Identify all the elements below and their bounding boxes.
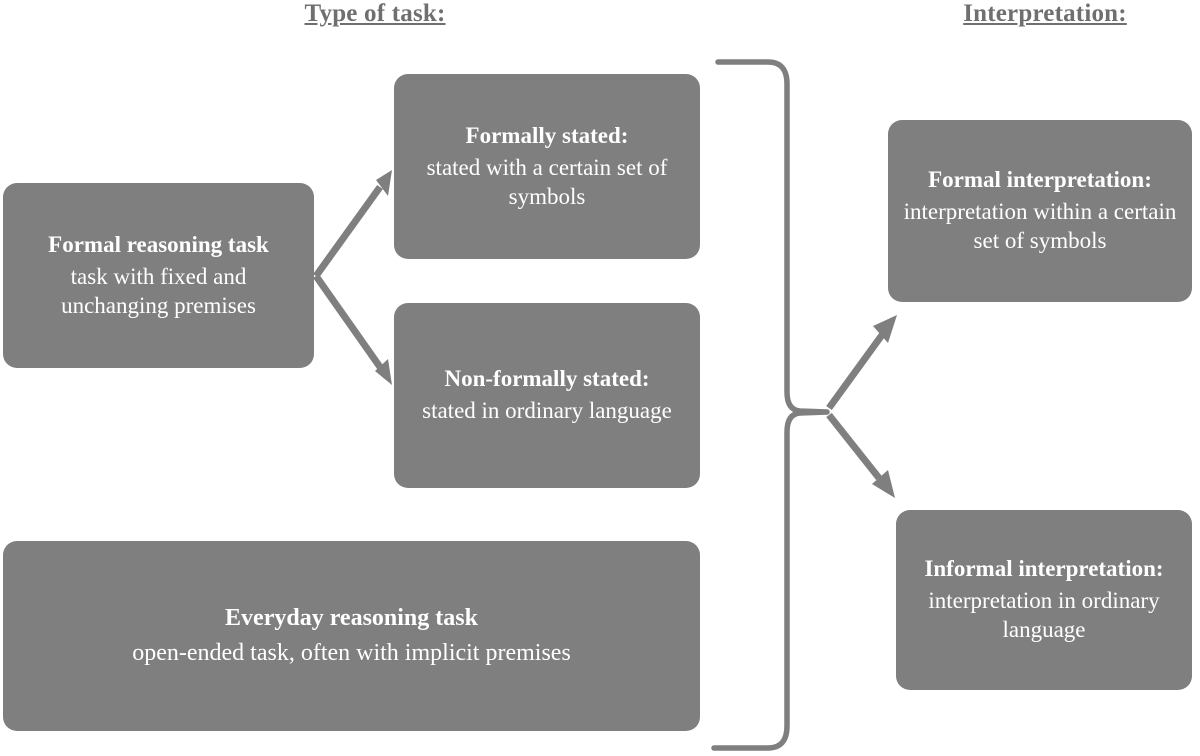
box-formal-interpretation[interactable]: Formal interpretation: interpretation wi…	[888, 120, 1192, 302]
box-description: interpretation within a certain set of s…	[903, 199, 1177, 254]
arrow-formal-task-to-formally-stated	[313, 170, 392, 279]
box-description: interpretation in ordinary language	[928, 588, 1160, 643]
box-description: task with fixed and unchanging premises	[61, 263, 256, 318]
box-description: stated in ordinary language	[422, 398, 672, 424]
box-title: Formal reasoning task	[48, 231, 269, 257]
box-formally-stated[interactable]: Formally stated: stated with a certain s…	[394, 74, 700, 259]
arrow-brace-to-formal-interpretation	[826, 315, 897, 411]
arrow-brace-to-informal-interpretation	[826, 412, 895, 498]
box-formal-reasoning-task[interactable]: Formal reasoning task task with fixed an…	[3, 183, 314, 368]
box-title: Formal interpretation:	[928, 167, 1152, 193]
box-title: Informal interpretation:	[924, 556, 1164, 582]
box-informal-interpretation[interactable]: Informal interpretation: interpretation …	[896, 510, 1192, 690]
box-everyday-reasoning-task[interactable]: Everyday reasoning task open-ended task,…	[3, 541, 700, 731]
box-description: open-ended task, often with implicit pre…	[132, 639, 571, 666]
arrow-formal-task-to-non-formally-stated	[313, 273, 392, 385]
column-header-type-of-task: Type of task:	[304, 0, 446, 27]
box-title: Formally stated:	[465, 122, 629, 148]
box-description: stated with a certain set of symbols	[426, 154, 668, 209]
brace-grouping-all-task-types	[711, 59, 830, 751]
box-title: Everyday reasoning task	[225, 605, 478, 632]
box-title: Non-formally stated:	[444, 366, 650, 392]
column-header-interpretation: Interpretation:	[963, 0, 1127, 27]
box-non-formally-stated[interactable]: Non-formally stated: stated in ordinary …	[394, 303, 700, 488]
